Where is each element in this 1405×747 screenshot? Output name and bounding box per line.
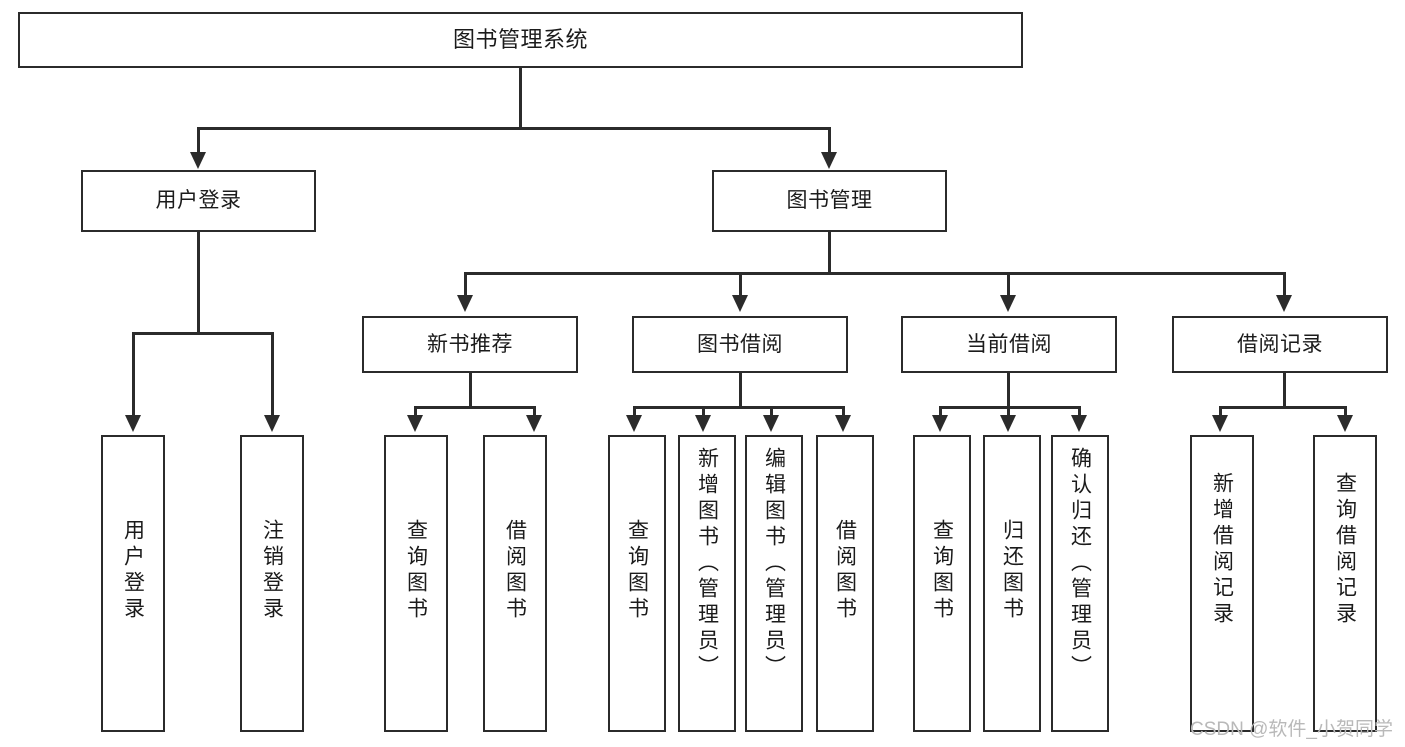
connector-user-login-to-leaf-1 (132, 332, 135, 416)
arrow-cb-to-leaf-3 (1071, 415, 1087, 432)
connector-root-to-book-management (828, 127, 831, 153)
connector-cb-stem (1007, 373, 1010, 406)
arrow-root-to-book-management (821, 152, 837, 169)
leaf-query-book-3-label: 查询图书 (930, 519, 954, 623)
leaf-query-record-label: 查询借阅记录 (1333, 472, 1357, 628)
node-book-borrow[interactable]: 图书借阅 (632, 316, 848, 373)
connector-book-management-stem (828, 232, 831, 272)
connector-nbr-to-leaf-2 (533, 406, 536, 416)
leaf-query-book-3[interactable]: 查询图书 (913, 435, 971, 732)
connector-user-login-bar (132, 332, 274, 335)
leaf-add-book[interactable]: 新增图书（管理员） (678, 435, 736, 732)
arrow-bb-to-leaf-1 (626, 415, 642, 432)
arrow-br-to-leaf-1 (1212, 415, 1228, 432)
connector-root-stem (519, 68, 522, 127)
node-root-label: 图书管理系统 (452, 26, 588, 52)
node-root[interactable]: 图书管理系统 (18, 12, 1023, 68)
leaf-user-login-label: 用户登录 (121, 519, 145, 623)
connector-br-bar (1219, 406, 1347, 409)
connector-root-to-user-login (197, 127, 200, 153)
arrow-root-to-user-login (190, 152, 206, 169)
node-current-borrow[interactable]: 当前借阅 (901, 316, 1117, 373)
arrow-bb-to-leaf-4 (835, 415, 851, 432)
leaf-borrow-book-1-label: 借阅图书 (503, 519, 527, 623)
connector-bm-to-current-borrow (1007, 272, 1010, 296)
connector-bb-to-leaf-1 (633, 406, 636, 416)
node-user-login[interactable]: 用户登录 (81, 170, 316, 232)
node-user-login-label: 用户登录 (155, 189, 242, 213)
leaf-confirm-return[interactable]: 确认归还（管理员） (1051, 435, 1109, 732)
arrow-bm-to-new-book-recommend (457, 295, 473, 312)
node-borrow-record[interactable]: 借阅记录 (1172, 316, 1388, 373)
connector-bb-to-leaf-2 (702, 406, 705, 416)
leaf-query-record[interactable]: 查询借阅记录 (1313, 435, 1377, 732)
leaf-borrow-book-2-label: 借阅图书 (833, 519, 857, 623)
arrow-user-login-to-leaf-1 (125, 415, 141, 432)
leaf-borrow-book-1[interactable]: 借阅图书 (483, 435, 547, 732)
leaf-return-book-label: 归还图书 (1000, 519, 1024, 623)
connector-book-management-bar (464, 272, 1286, 275)
leaf-borrow-book-2[interactable]: 借阅图书 (816, 435, 874, 732)
connector-bm-to-borrow-record (1283, 272, 1286, 296)
arrow-user-login-to-leaf-2 (264, 415, 280, 432)
connector-cb-to-leaf-2 (1007, 406, 1010, 416)
leaf-add-record-label: 新增借阅记录 (1210, 472, 1234, 628)
node-new-book-recommend[interactable]: 新书推荐 (362, 316, 578, 373)
leaf-add-book-label: 新增图书（管理员） (695, 447, 719, 681)
node-book-management-label: 图书管理 (786, 189, 873, 213)
connector-user-login-stem (197, 232, 200, 332)
connector-nbr-bar (414, 406, 536, 409)
arrow-cb-to-leaf-1 (932, 415, 948, 432)
arrow-cb-to-leaf-2 (1000, 415, 1016, 432)
connector-cb-bar (939, 406, 1081, 409)
connector-bm-to-new-book-recommend (464, 272, 467, 296)
connector-br-to-leaf-1 (1219, 406, 1222, 416)
arrow-nbr-to-leaf-1 (407, 415, 423, 432)
leaf-user-login[interactable]: 用户登录 (101, 435, 165, 732)
leaf-add-record[interactable]: 新增借阅记录 (1190, 435, 1254, 732)
leaf-return-book[interactable]: 归还图书 (983, 435, 1041, 732)
leaf-edit-book-label: 编辑图书（管理员） (762, 447, 786, 681)
connector-user-login-to-leaf-2 (271, 332, 274, 416)
leaf-confirm-return-label: 确认归还（管理员） (1068, 447, 1092, 681)
leaf-user-logout[interactable]: 注销登录 (240, 435, 304, 732)
arrow-nbr-to-leaf-2 (526, 415, 542, 432)
connector-bm-to-book-borrow (739, 272, 742, 296)
connector-bb-to-leaf-3 (770, 406, 773, 416)
leaf-user-logout-label: 注销登录 (260, 519, 284, 623)
connector-root-bar (197, 127, 831, 130)
arrow-bb-to-leaf-3 (763, 415, 779, 432)
connector-cb-to-leaf-3 (1078, 406, 1081, 416)
connector-br-stem (1283, 373, 1286, 406)
connector-bb-stem (739, 373, 742, 406)
arrow-bm-to-book-borrow (732, 295, 748, 312)
arrow-bb-to-leaf-2 (695, 415, 711, 432)
connector-cb-to-leaf-1 (939, 406, 942, 416)
leaf-query-book-2-label: 查询图书 (625, 519, 649, 623)
leaf-edit-book[interactable]: 编辑图书（管理员） (745, 435, 803, 732)
node-new-book-recommend-label: 新书推荐 (427, 332, 513, 356)
connector-nbr-stem (469, 373, 472, 406)
connector-bb-to-leaf-4 (842, 406, 845, 416)
connector-nbr-to-leaf-1 (414, 406, 417, 416)
node-current-borrow-label: 当前借阅 (966, 332, 1052, 356)
connector-br-to-leaf-2 (1344, 406, 1347, 416)
node-book-borrow-label: 图书借阅 (697, 332, 783, 356)
leaf-query-book-1[interactable]: 查询图书 (384, 435, 448, 732)
leaf-query-book-2[interactable]: 查询图书 (608, 435, 666, 732)
arrow-bm-to-borrow-record (1276, 295, 1292, 312)
node-borrow-record-label: 借阅记录 (1237, 332, 1323, 356)
arrow-bm-to-current-borrow (1000, 295, 1016, 312)
watermark-csdn: CSDN @软件_小贺同学 (1190, 719, 1393, 740)
leaf-query-book-1-label: 查询图书 (404, 519, 428, 623)
node-book-management[interactable]: 图书管理 (712, 170, 947, 232)
connector-bb-bar (633, 406, 845, 409)
arrow-br-to-leaf-2 (1337, 415, 1353, 432)
